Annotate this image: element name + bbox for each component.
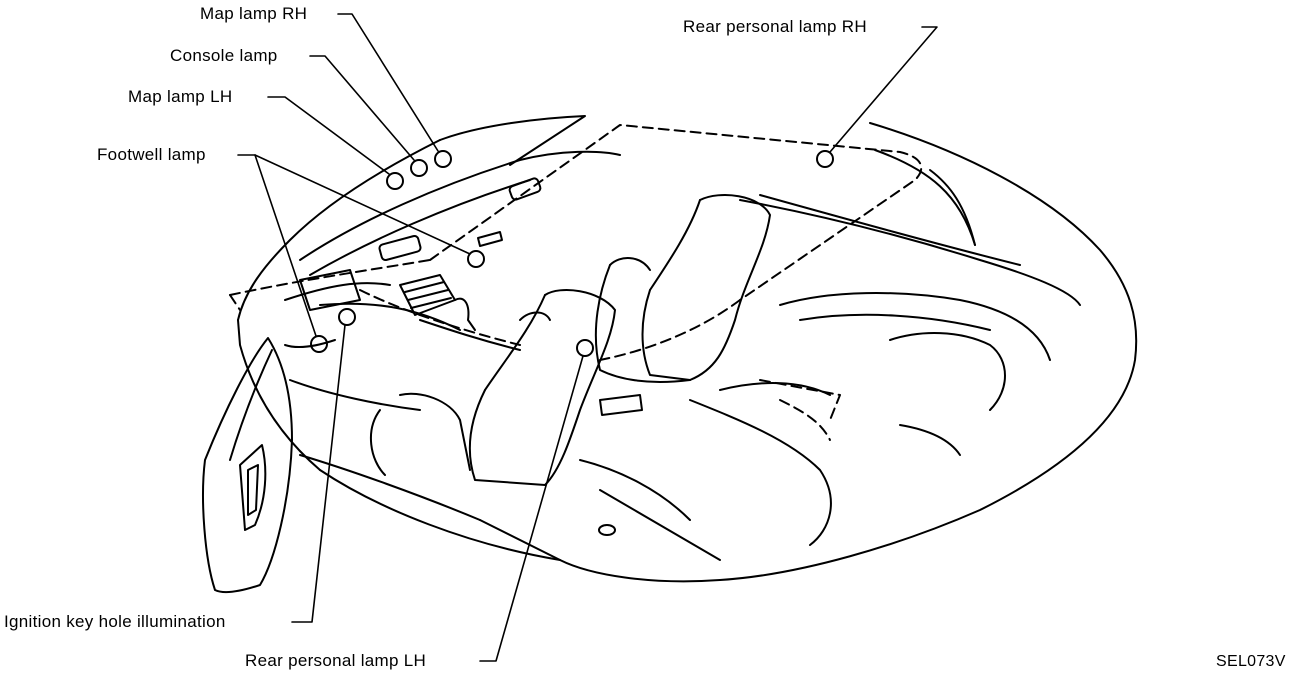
map-lamp-lh-marker xyxy=(386,172,404,190)
label-footwell-lamp: Footwell lamp xyxy=(97,145,206,164)
label-console-lamp: Console lamp xyxy=(170,46,278,65)
label-rear-personal-lamp-lh: Rear personal lamp LH xyxy=(245,651,427,670)
car-body-outline xyxy=(237,115,1138,583)
lamp-markers xyxy=(310,150,834,357)
label-rear-personal-lamp-rh: Rear personal lamp RH xyxy=(683,17,867,36)
ignition-key-hole-marker xyxy=(338,308,356,326)
rear-seat xyxy=(579,292,1051,561)
open-door xyxy=(202,337,293,594)
dashboard xyxy=(284,150,621,411)
rear-personal-lamp-rh-marker xyxy=(816,150,834,168)
map-lamp-rh-marker xyxy=(434,150,452,168)
leader-lines xyxy=(237,13,938,662)
label-ignition-key-hole-illumination: Ignition key hole illumination xyxy=(4,612,226,631)
rear-personal-lamp-lh-marker xyxy=(576,339,594,357)
label-map-lamp-rh: Map lamp RH xyxy=(200,4,308,23)
figure-code: SEL073V xyxy=(1216,653,1286,670)
footwell-lamp-lh-marker xyxy=(310,335,328,353)
front-seat-right xyxy=(594,194,771,383)
front-seat-left xyxy=(369,289,616,486)
label-map-lamp-lh: Map lamp LH xyxy=(128,87,233,106)
footwell-lamp-rh-marker xyxy=(467,250,485,268)
headliner-dashed-outline xyxy=(229,124,923,441)
console-lamp-marker xyxy=(410,159,428,177)
